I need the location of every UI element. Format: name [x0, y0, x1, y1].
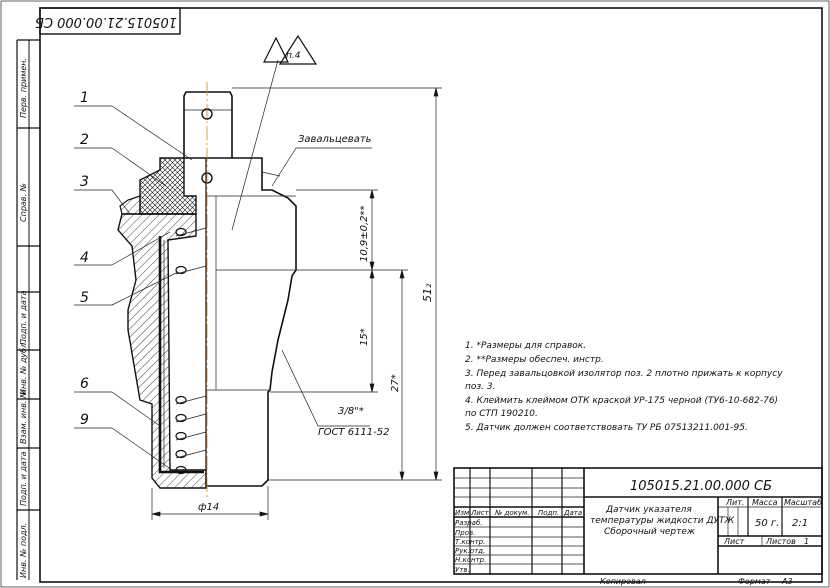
role-row: Разраб. [455, 519, 483, 527]
note-line: 3. Перед завальцовкой изолятор поз. 2 пл… [465, 369, 783, 379]
format-label: Формат [738, 577, 771, 586]
margin-label: Взам. инв. № [19, 390, 28, 444]
copied-label: Копировал [600, 577, 646, 586]
item-ref-label: п.4 [286, 51, 301, 61]
dim-10-9: 10,9±0,2** [359, 205, 370, 262]
margin-label: Инв. № подл. [19, 523, 28, 578]
hdr-cell: Изм. [455, 509, 471, 517]
margin-label: Подп. и дата [19, 290, 28, 345]
role-row: Н.контр. [455, 556, 486, 564]
note-line: 5. Датчик должен соответствовать ТУ РБ 0… [465, 423, 748, 433]
margin-label: Подп. и дата [19, 451, 28, 506]
role-row: Рук.отд. [455, 547, 485, 555]
callout-1: 1 [80, 90, 89, 106]
title-block: 105015.21.00.000 СБ Датчик указателя тем… [453, 467, 823, 575]
title-name-line: Датчик указателя [605, 505, 692, 515]
technical-notes: 1. *Размеры для справок. 2. **Размеры об… [465, 341, 783, 433]
title-name-line: температуры жидкости ДУТЖ [590, 516, 735, 526]
hdr-cell: Подп. [538, 509, 559, 517]
note-line: 1. *Размеры для справок. [465, 341, 586, 351]
callout-numbers: 1 2 3 4 5 6 9 [80, 90, 89, 428]
top-stamp: 105015.21.00.000 СБ [35, 7, 181, 35]
solder-label: Завальцевать [298, 134, 372, 145]
top-stamp-text: 105015.21.00.000 СБ [35, 14, 177, 29]
dim-27: 27* [390, 374, 401, 392]
mass-value: 50 г. [755, 518, 779, 529]
thread-label: 3/8"* [338, 406, 364, 417]
role-row: Пров. [455, 529, 475, 537]
role-row: Утв. [455, 566, 470, 574]
hdr-cell: Лист [470, 509, 490, 517]
callout-6: 6 [80, 376, 89, 392]
note-line: 2. **Размеры обеспеч. инстр. [465, 355, 604, 365]
hdr-cell: № докум. [494, 509, 530, 517]
inner-frame [39, 7, 823, 583]
title-designation: 105015.21.00.000 СБ [630, 479, 772, 494]
margin-label: Инв. № дубл. [19, 340, 28, 395]
callout-5: 5 [80, 290, 89, 306]
sheet-label: Лист [723, 537, 745, 546]
thread-standard-label: ГОСТ 6111-52 [318, 427, 390, 438]
callout-4: 4 [80, 250, 89, 266]
sensor-section [117, 82, 297, 500]
margin-label: Перв. примен. [19, 58, 28, 118]
role-row: Т.контр. [455, 538, 485, 546]
leader-lines [74, 59, 372, 471]
callout-3: 3 [80, 174, 89, 190]
col-mass: Масса [752, 498, 778, 507]
dim-51: 51₂ [421, 283, 434, 302]
sheets-value: 1 [804, 537, 809, 546]
note-line: поз. 3. [465, 382, 496, 392]
note-line: 4. Клеймить клеймом ОТК краской УР-175 ч… [465, 396, 778, 406]
dim-diameter-14: ф14 [198, 502, 219, 513]
note-line: по СТП 190210. [465, 409, 538, 419]
item-ref-flag: п.4 [263, 34, 318, 65]
hdr-cell: Дата [563, 509, 582, 517]
title-name-line: Сборочный чертеж [604, 527, 696, 537]
callout-2: 2 [80, 132, 89, 148]
margin-label: Справ. № [19, 183, 28, 222]
format-value: А3 [781, 577, 793, 586]
scale-value: 2:1 [792, 518, 808, 529]
col-lit: Лит. [725, 498, 744, 507]
dimension-lines [151, 87, 442, 520]
col-scale: Масштаб [784, 498, 822, 507]
sheets-label: Листов [765, 537, 796, 546]
dim-15: 15* [359, 328, 370, 346]
callout-9: 9 [80, 412, 89, 428]
left-margin-strip: Перв. примен. Справ. № Подп. и дата Инв.… [16, 39, 40, 580]
